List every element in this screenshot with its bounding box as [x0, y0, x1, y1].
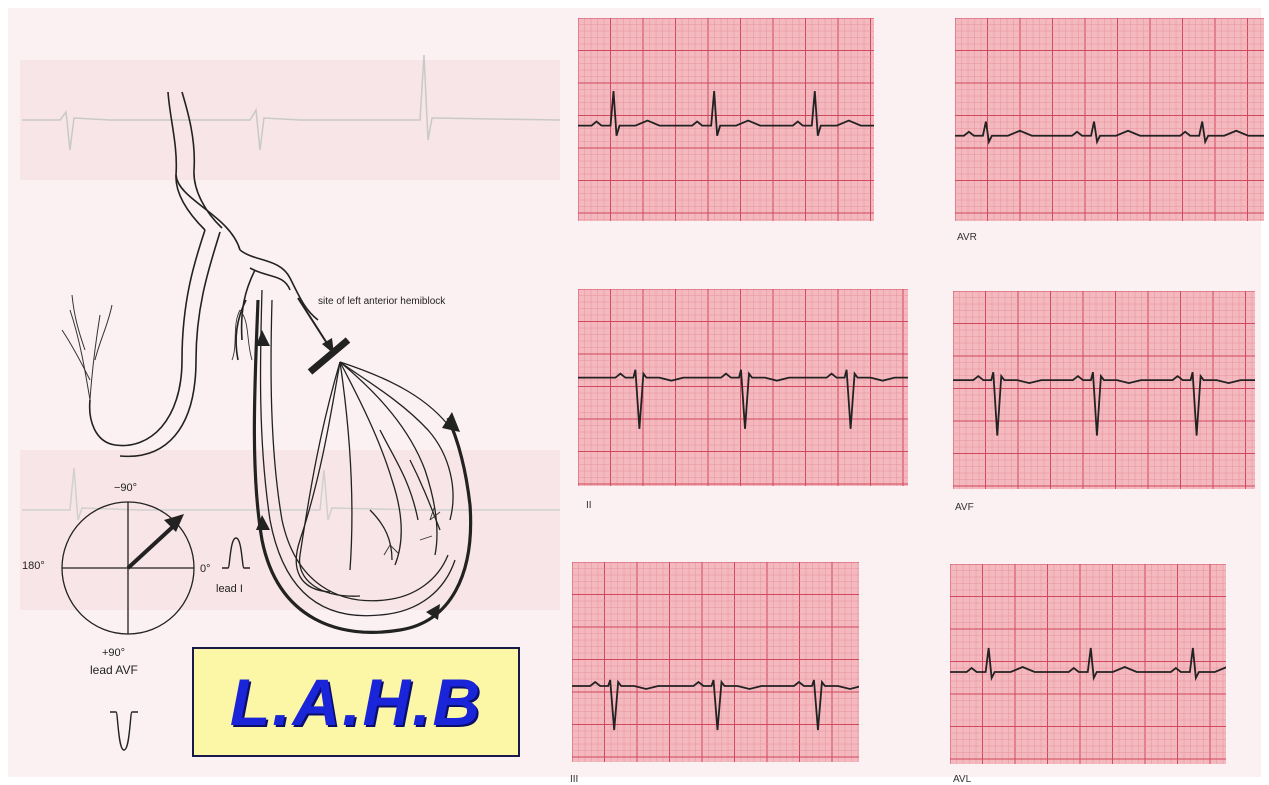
conduction-arrowhead — [442, 412, 460, 432]
axis-vector — [128, 522, 178, 568]
ecg-strip-lead-avl — [950, 564, 1226, 764]
ecg-strip-lead-i — [578, 18, 874, 221]
lead-label-iii: III — [570, 774, 578, 785]
axis-label-left: 180° — [22, 560, 45, 572]
lead-label-avf: AVF — [955, 502, 974, 513]
lead-label-avr: AVR — [957, 232, 977, 243]
ecg-strip-lead-avr — [955, 18, 1264, 221]
block-site-pointer-head — [322, 338, 334, 354]
ecg-paper — [578, 18, 874, 221]
ecg-paper — [572, 562, 859, 762]
his-bundle — [168, 92, 240, 250]
ecg-strip-lead-avf — [953, 291, 1255, 489]
left-fascicles — [260, 290, 455, 616]
ecg-paper — [953, 291, 1255, 489]
axis-label-right: 0° — [200, 563, 211, 575]
lead-label-avl: AVL — [953, 774, 971, 785]
lead-i-deflection-icon — [222, 538, 250, 568]
right-purkinje-fibers — [62, 295, 112, 400]
lead-label-ii: II — [586, 500, 592, 511]
conduction-direction-arrow — [254, 300, 470, 632]
ecg-strip-lead-ii — [578, 289, 908, 486]
lead-i-label: lead I — [216, 583, 243, 595]
block-site-label: site of left anterior hemiblock — [318, 296, 445, 307]
title-box: L.A.H.B — [192, 647, 520, 757]
ecg-paper — [955, 18, 1264, 221]
axis-label-bottom: +90° — [102, 647, 125, 659]
lead-avf-label: lead AVF — [90, 663, 138, 677]
right-bundle-branch — [90, 230, 220, 456]
ecg-strip-lead-iii — [572, 562, 859, 762]
title-text: L.A.H.B — [230, 664, 482, 740]
axis-label-top: −90° — [114, 482, 137, 494]
lead-avf-deflection-icon — [110, 712, 138, 750]
